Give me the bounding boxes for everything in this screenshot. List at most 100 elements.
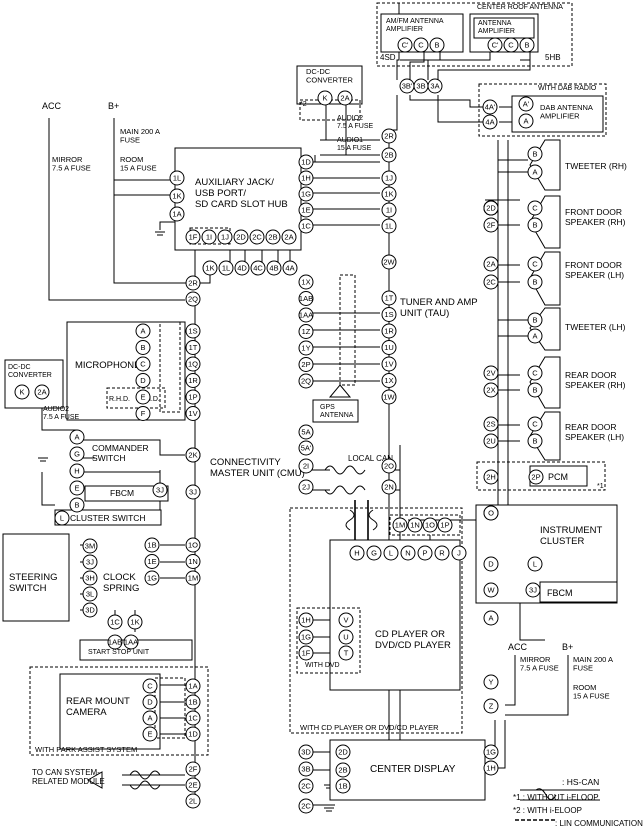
tau-bottom-pin: 4A [282,260,298,276]
tau-ground-pin-circle [381,254,397,270]
speaker-connector-pin-text: 2X [486,386,495,395]
antenna-amp-pin-text: B [524,41,529,50]
cluster-switch-pin: L [54,510,70,526]
tau-left-pin-text: 2Q [301,377,311,386]
clock-spring-left-pin-circle [82,538,98,554]
dvd-pin-circle [338,612,354,628]
tau-right-pin: 1X [381,373,397,388]
star2-label: *2 [300,101,307,108]
with-dab-label: WITH DAB RADIO [538,85,597,92]
ic-pin: D [483,556,499,572]
clock-spring-bottom-pin-text: 1K [130,618,139,627]
ic-pin-circle [483,610,499,626]
speaker-connector-pin-circle [483,217,499,233]
microphone-connector-pin: 1Q [185,356,201,372]
cluster-switch-pin-text: L [60,514,64,523]
speaker-pin-text: A [532,168,537,177]
microphone-pin: A [135,323,151,339]
clock-spring-right-pin-text: 1G [147,574,157,583]
aux-hub-label: AUXILIARY JACK/USB PORT/SD CARD SLOT HUB [195,177,288,210]
gps-pin-circle [298,440,314,456]
cd-player-pin-text: R [439,549,445,558]
aux-bottom-pin-text: 1J [221,233,229,242]
center-roof-antenna-label: CENTER ROOF ANTENNA [477,4,563,11]
yz-pin-circle [483,698,499,714]
commander-pin-text: E [74,484,79,493]
cd-player-pin-circle [349,545,365,561]
tau-right-pin-text: 1S [384,310,393,319]
speaker-pin-text: B [532,221,537,230]
display-pin: 2B [335,762,351,778]
clock-spring-left-pin: 3J [82,554,98,570]
clock-spring-bottom-pin-circle [127,614,143,630]
gps-triangle [328,384,352,398]
speaker-pin-text: C [532,369,538,378]
display-pin-circle [335,778,351,794]
tau-bottom-pin-circle [234,260,250,276]
clock-spring-left-pin-text: 3D [85,606,95,615]
speaker-pin-text: A [532,332,537,341]
clock-spring-right-pin: 1G [144,570,160,586]
aux-bottom-pin-circle [201,229,217,245]
cd-player-pin-circle [400,545,416,561]
aux-bottom-pin-text: 2B [268,233,277,242]
clock-spring-left-pin-text: 3H [85,574,95,583]
clock-spring-left-pin: 3D [82,602,98,618]
ic-pin: W [483,582,499,598]
display-pin-text: 1B [338,782,347,791]
speaker-pin: B [527,312,543,328]
camera-cmu-pin-circle [185,678,201,694]
cmu-can-pin: 2O [381,458,397,474]
hs-can-symbols [86,465,600,801]
commander-pin: A [69,429,85,445]
speaker-connector-pin-text: 2C [486,278,496,287]
aux-left-pin-circle [169,188,185,204]
yz-pin-text: Z [489,702,494,711]
microphone-pin: E [135,389,151,405]
microphone-connector-pin-circle [185,356,201,372]
tau-top-left-pin-circle [298,218,314,234]
antenna-amp-pin-circle [503,37,519,53]
tau-right-pin-circle [381,389,397,405]
dab-frame [478,83,607,137]
gps-pin-text: 5A [301,428,310,437]
bplus-left-label: B+ [108,101,119,111]
dab-connector-pin-text: 4A' [485,103,496,112]
aux-left-pin-text: 1A [172,210,181,219]
speaker-pin-circle [527,365,543,381]
tau-top-right-pin-circle [381,202,397,218]
display-pin: 1B [335,778,351,794]
microphone-connector-pin-text: 1T [189,343,198,352]
speaker-pin-text: C [532,260,538,269]
cd-player-pin-circle [434,545,450,561]
commander-connector-pin-circle [152,482,168,498]
display-pin-circle [483,744,499,760]
clock-spring-right-pin: 1B [144,537,160,553]
display-pin-circle [335,762,351,778]
cluster-lin-pin: 1M [392,517,408,533]
camera-pin-circle [142,678,158,694]
dvd-pin-text: T [344,649,349,658]
aux-bottom-pin-text: 2C [252,233,262,242]
dc-dc-left-pin: K [14,384,30,400]
camera-cmu-pin: 1A [185,678,201,694]
clock-spring-left-pin-circle [82,586,98,602]
tau-top-right-pin-text: 1J [385,174,393,183]
bplus-right-label: B+ [562,642,573,652]
speaker-connector-pin-circle [483,433,499,449]
roof-connector-pin: 3B [413,78,429,94]
dvd-pin-text: U [343,633,348,642]
speaker-pin-text: C [532,420,538,429]
cmu-bottom-pin: 2L [185,793,201,809]
cd-player-pin-text: N [405,549,410,558]
pcm-pin: 2P [528,469,544,485]
speaker-pin-circle [527,256,543,272]
cmu-bottom-pin-text: 2F [189,765,198,774]
microphone-connector-pin: 1P [185,389,201,405]
tau-left-pin: 1Y [298,340,314,356]
